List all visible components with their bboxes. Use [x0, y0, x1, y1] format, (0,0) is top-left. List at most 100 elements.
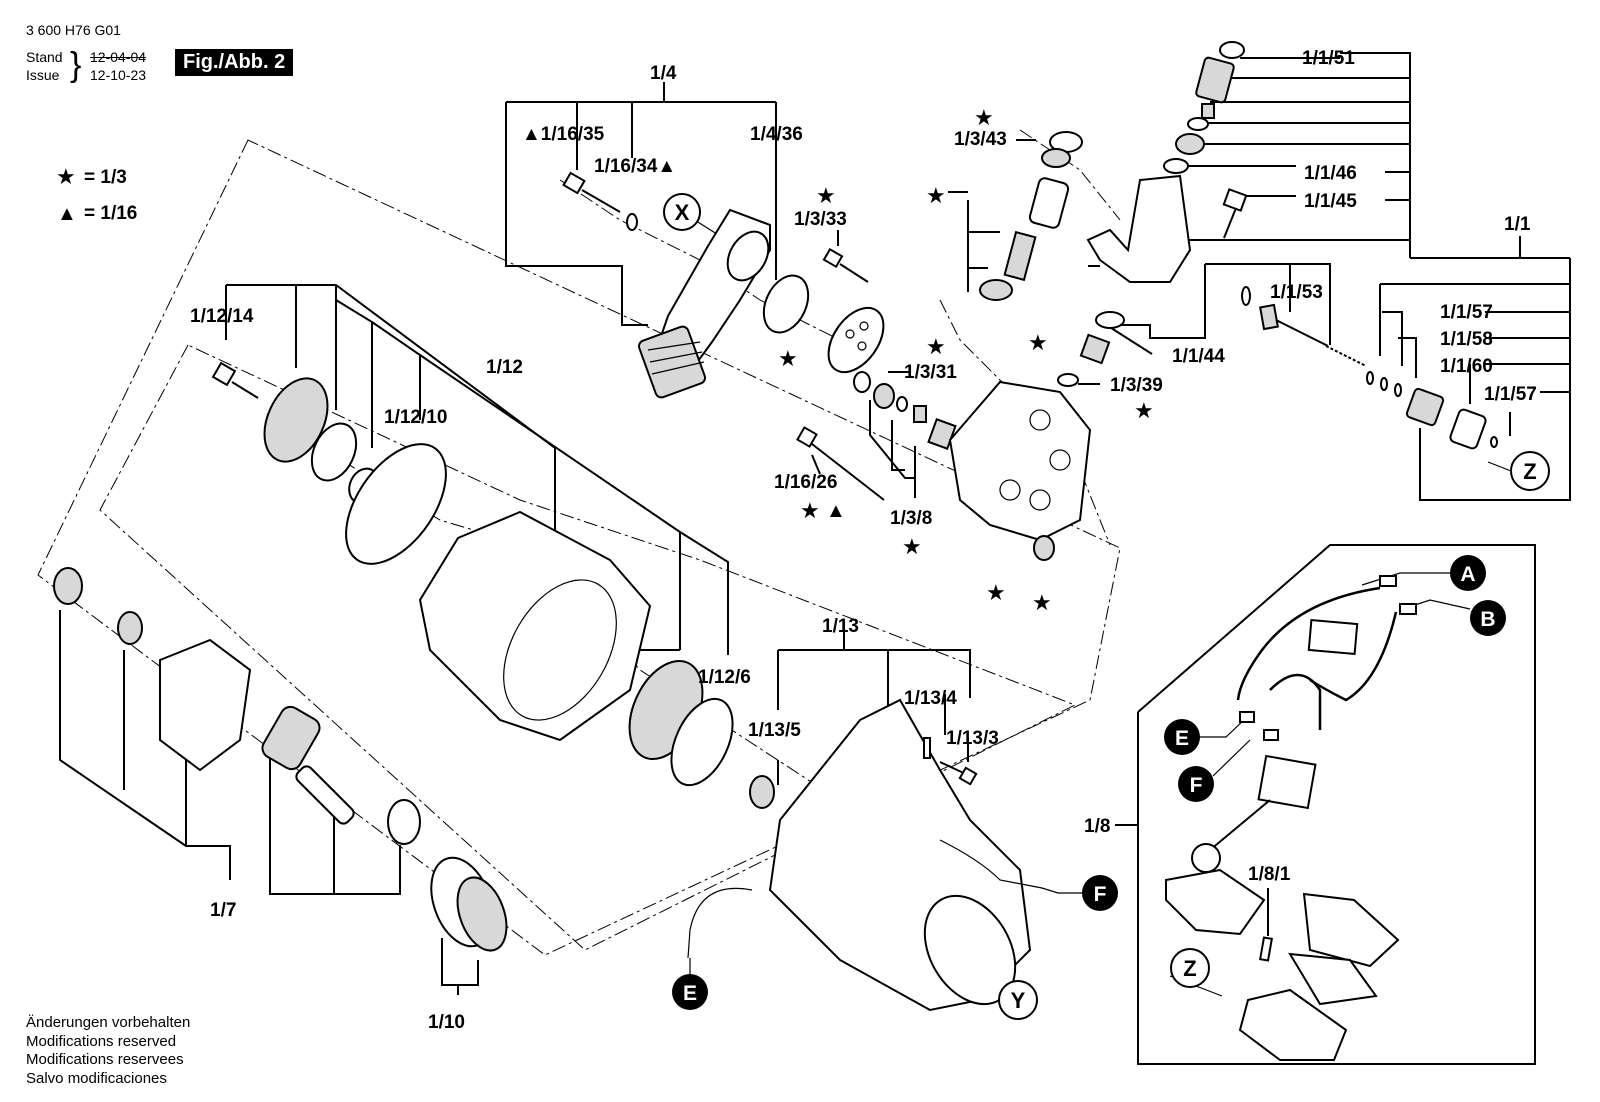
switch-box-1-8 [1238, 988, 1348, 1061]
label-1-1-44: 1/1/44 [1172, 346, 1225, 367]
label-1-1-46: 1/1/46 [1304, 163, 1357, 184]
o-ring-1-1-44 [1095, 311, 1125, 329]
connector-f [1263, 729, 1279, 741]
label-1-7: 1/7 [210, 900, 236, 921]
issue-date: 12-10-23 [90, 67, 147, 83]
wire-1-8-a [1236, 586, 1381, 701]
motor-housing-1-12 [418, 510, 652, 742]
pin-1-13-4 [923, 737, 931, 759]
marker-a: A [1450, 555, 1486, 591]
seal-1-7-b [117, 611, 143, 645]
label-1-1-51: 1/1/51 [1302, 48, 1355, 69]
marker-z-top: Z [1510, 451, 1550, 491]
star-markers: ★ ★ ★ ★ ★ ★ ★ ★ ▲ ★ ★ ★ [778, 105, 1154, 615]
label-1-3-31: 1/3/31 [904, 362, 957, 383]
switch-rod [1209, 799, 1271, 851]
valve-plate [827, 306, 885, 374]
label-1-1-57-a: 1/1/57 [1440, 302, 1493, 323]
label-1-1-60: 1/1/60 [1440, 356, 1493, 377]
marker-f-housing-text: F [1094, 883, 1107, 906]
o-ring-1-1-46 [1163, 158, 1189, 174]
star-icon: ★ [1028, 330, 1048, 355]
gasket-1-8 [1288, 952, 1378, 1006]
legend-star-icon: ★ [56, 164, 76, 189]
label-1-3-39: 1/3/39 [1110, 375, 1163, 396]
o-ring-1-1-58b [1394, 383, 1402, 397]
label-1-4-36: 1/4/36 [750, 124, 803, 145]
spring-1-1-long [1325, 345, 1367, 367]
spring-small [913, 405, 927, 423]
document-number: 3 600 H76 G01 [26, 22, 121, 38]
label-1-10: 1/10 [428, 1012, 465, 1033]
footer-line-en: Modifications reserved [26, 1032, 177, 1050]
o-ring-1-3-31 [853, 371, 871, 393]
microswitch-1-8 [1165, 868, 1266, 936]
pump-housing-1-4 [637, 208, 771, 399]
sleeve-1-1-60 [1449, 408, 1487, 450]
piston-1-3 [1028, 177, 1070, 229]
star-icon: ★ [926, 334, 946, 359]
label-1-13: 1/13 [822, 616, 859, 637]
label-1-3-8: 1/3/8 [890, 508, 932, 529]
screw-1-13-3 [939, 761, 978, 786]
o-ring-1-1-57a [1366, 371, 1374, 385]
marker-z-bottom: Z [1170, 948, 1210, 988]
check-valve-1-3 [1079, 333, 1111, 365]
wire-e [687, 887, 753, 959]
cover-1-8 [1302, 892, 1400, 968]
cap-1-3 [1041, 148, 1071, 168]
o-ring-1-4-36 [762, 274, 810, 334]
o-ring-1-3-39 [1057, 373, 1079, 387]
label-1-12-14: 1/12/14 [190, 306, 254, 327]
bolt-1-12-14 [211, 361, 259, 399]
o-ring-1-1-53 [1241, 286, 1251, 306]
cover-1-7 [159, 638, 252, 772]
seal-1-1 [1175, 133, 1205, 155]
legend: ★ = 1/3 ▲ = 1/16 [56, 164, 137, 225]
marker-e-housing-text: E [683, 982, 697, 1005]
legend-star-text: = 1/3 [84, 167, 127, 188]
label-1-3-43: 1/3/43 [954, 129, 1007, 150]
star-icon: ★ [778, 346, 798, 371]
label-1-1: 1/1 [1504, 214, 1531, 235]
footer-notes: Änderungen vorbehalten Modifications res… [26, 1014, 190, 1088]
switch-plunger [1257, 754, 1317, 810]
marker-z-bottom-text: Z [1183, 956, 1196, 981]
star-icon: ★ [926, 183, 946, 208]
o-ring-1-1-a [1187, 117, 1209, 131]
screw-1-16-35 [562, 171, 621, 213]
star-icon: ★ [1032, 590, 1052, 615]
flange-1-12 [263, 377, 329, 463]
bolt-1-16-26 [796, 426, 885, 501]
footer-line-de: Änderungen vorbehalten [26, 1014, 191, 1031]
ring-1-7 [387, 799, 421, 845]
label-1-13-5: 1/13/5 [748, 720, 801, 741]
switch-knob [1191, 843, 1221, 873]
label-1-13-3: 1/13/3 [946, 728, 999, 749]
connector-a [1379, 575, 1397, 587]
marker-y-text: Y [1011, 988, 1026, 1013]
spring-1-3 [1003, 230, 1037, 282]
marker-f-switch: F [1178, 766, 1214, 802]
connector-e [1239, 711, 1255, 723]
label-1-12-10: 1/12/10 [384, 407, 447, 428]
screw-1-3-33 [822, 247, 869, 283]
label-1-16-26: 1/16/26 [774, 472, 837, 493]
star-icon: ★ [986, 580, 1006, 605]
marker-b-text: B [1480, 608, 1495, 631]
label-1-12: 1/12 [486, 357, 523, 378]
valve-housing-1-1 [1086, 174, 1192, 283]
label-1-4: 1/4 [650, 63, 677, 84]
wire-1-8-c [1269, 673, 1322, 730]
star-icon: ★ [974, 105, 994, 130]
legend-triangle-text: = 1/16 [84, 203, 137, 224]
label-1-8: 1/8 [1084, 816, 1110, 837]
marker-z-top-text: Z [1523, 459, 1536, 484]
marker-e-housing: E [672, 974, 708, 1010]
label-1-1-58: 1/1/58 [1440, 329, 1493, 350]
brace-symbol: } [70, 46, 82, 84]
spring-1-1 [1201, 103, 1215, 119]
fitting-1-1 [1195, 56, 1235, 104]
star-icon: ★ [816, 183, 836, 208]
